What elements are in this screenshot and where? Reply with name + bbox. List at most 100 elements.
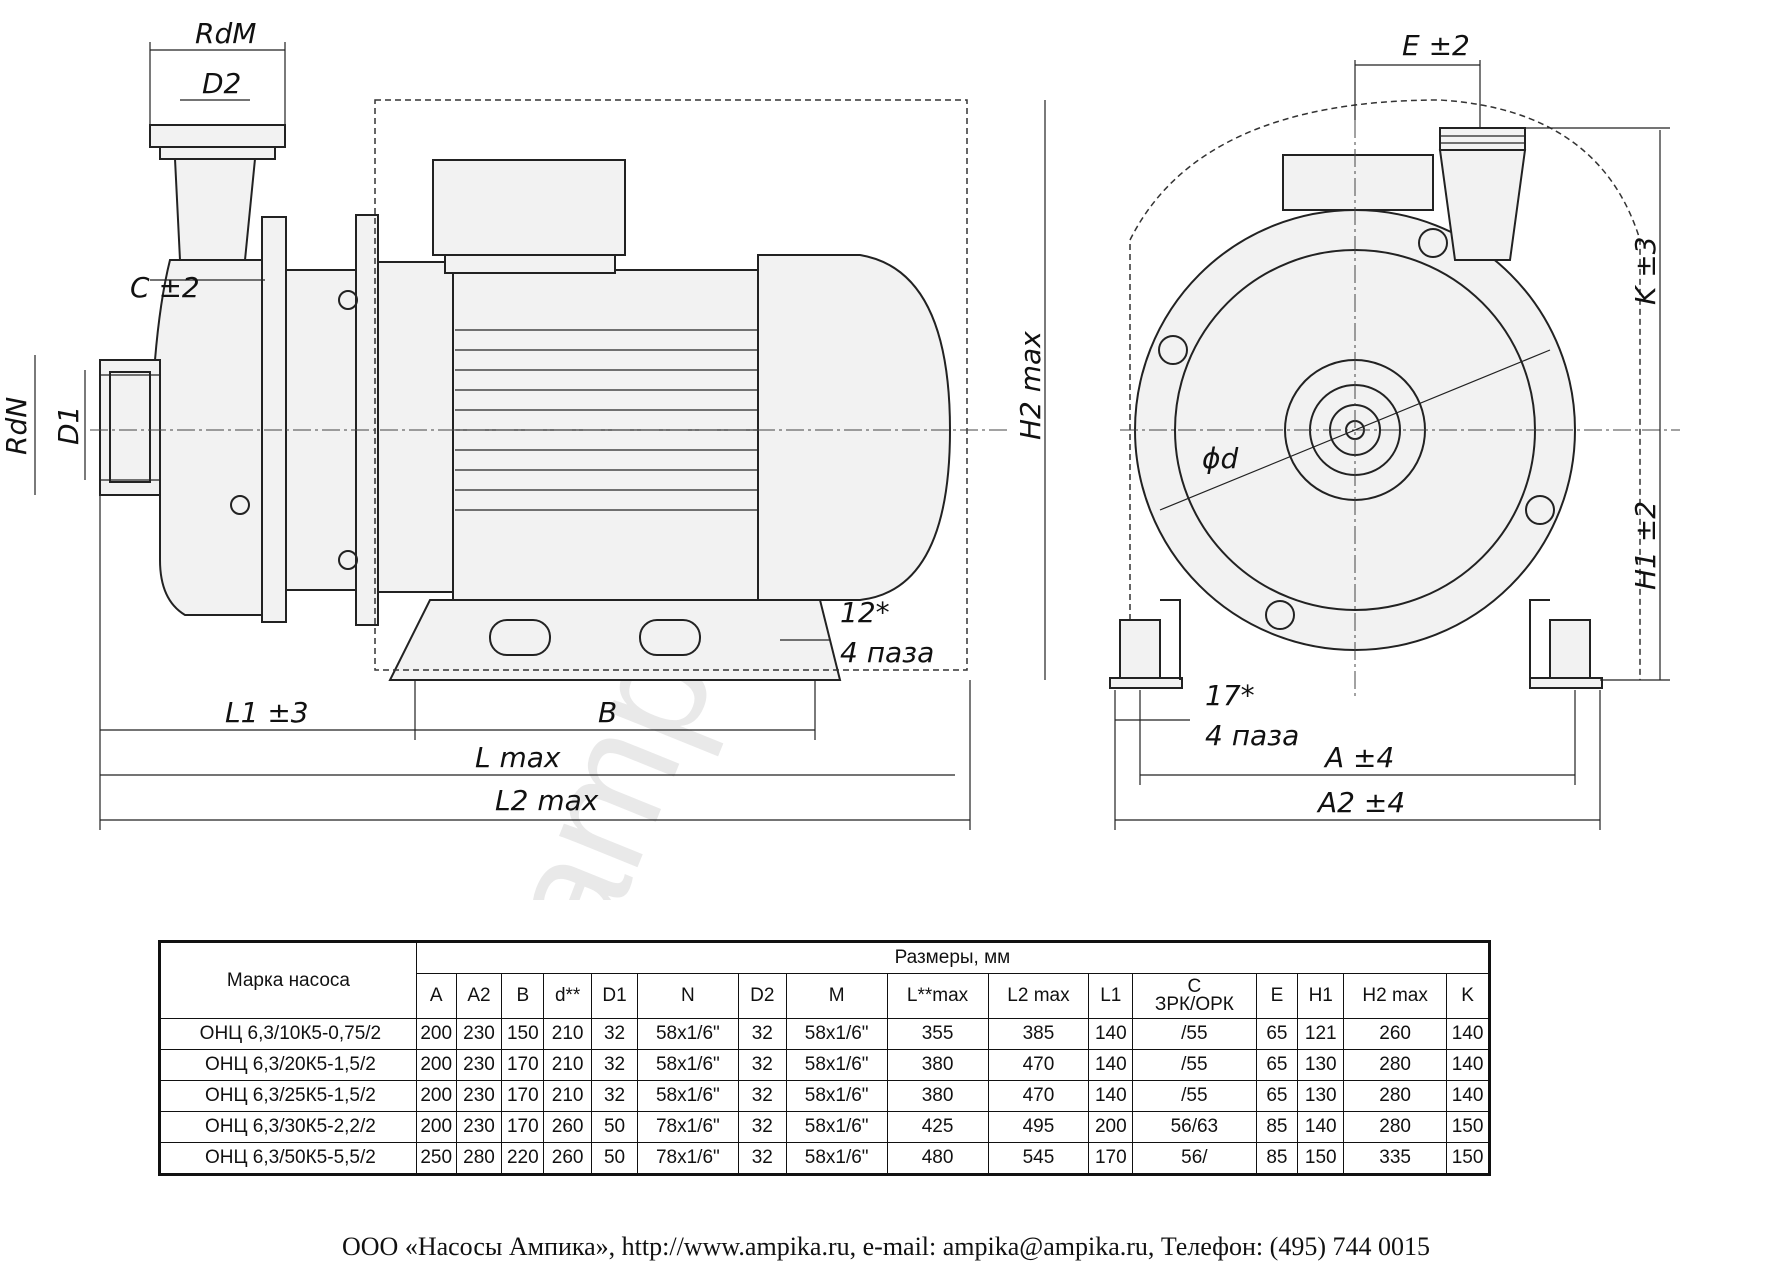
dimension-cell: 56/63 [1132,1111,1257,1143]
label-slots4b: 4 паза [1205,719,1299,752]
dimension-cell: 260 [543,1142,593,1175]
label-d1: D1 [52,406,85,445]
dimension-cell: 170 [501,1080,545,1112]
dimension-cell: 200 [1088,1111,1134,1143]
label-c: C ±2 [130,271,200,304]
dimension-cell: 170 [501,1049,545,1081]
column-header: B [501,973,545,1019]
dimension-cell: 280 [455,1142,503,1175]
dimension-cell: 58x1/6" [785,1142,888,1175]
dimension-cell: 210 [543,1018,593,1050]
dimension-cell: 200 [415,1049,457,1081]
dimension-cell: 260 [1343,1018,1448,1050]
dimension-cell: 32 [591,1049,638,1081]
dimension-cell: 50 [591,1111,638,1143]
dimension-cell: 170 [501,1111,545,1143]
label-rdm: RdM [195,17,256,50]
dimension-cell: 32 [737,1049,787,1081]
dimension-cell: 58x1/6" [636,1049,739,1081]
column-header: D2 [737,973,787,1019]
dimension-cell: 58x1/6" [785,1111,888,1143]
pump-model-cell: ОНЦ 6,3/25К5-1,5/2 [159,1080,417,1112]
dimension-cell: 150 [1297,1142,1345,1175]
dimension-cell: /55 [1132,1080,1257,1112]
dimension-cell: 65 [1255,1018,1299,1050]
column-header: C ЗРК/ОРК [1132,973,1257,1019]
dimension-cell: 32 [737,1080,787,1112]
column-header: E [1255,973,1299,1019]
dimension-cell: 50 [591,1142,638,1175]
dimension-cell: 210 [543,1080,593,1112]
dimension-cell: 280 [1343,1080,1448,1112]
dimension-cell: 140 [1446,1080,1490,1112]
dimension-cell: 32 [737,1018,787,1050]
label-h1: H1 ±2 [1629,501,1662,590]
dimension-cell: 85 [1255,1111,1299,1143]
dimension-cell: 470 [987,1049,1090,1081]
company-footer: ООО «Насосы Ампика», http://www.ampika.r… [342,1232,1430,1261]
dimension-cell: 121 [1297,1018,1345,1050]
dimension-cell: 280 [1343,1049,1448,1081]
pump-technical-drawing: ampika.ru [0,17,1680,900]
dimension-cell: 280 [1343,1111,1448,1143]
dimension-cell: 140 [1446,1018,1490,1050]
column-header: H1 [1297,973,1345,1019]
dimension-cell: 150 [1446,1142,1490,1175]
dimension-cell: 32 [591,1018,638,1050]
dimensions-group-header: Размеры, мм [415,941,1491,974]
dimension-cell: 140 [1297,1111,1345,1143]
dimension-cell: 335 [1343,1142,1448,1175]
dimension-cell: 78x1/6" [636,1111,739,1143]
label-l2max: L2 max [495,784,599,817]
dimension-cell: 220 [501,1142,545,1175]
dimension-cell: 200 [415,1080,457,1112]
dimension-cell: 140 [1088,1049,1134,1081]
dimension-cell: 140 [1088,1018,1134,1050]
dimension-cell: /55 [1132,1049,1257,1081]
column-header: K [1446,973,1490,1019]
model-header: Марка насоса [159,941,417,1019]
dimension-cell: 150 [501,1018,545,1050]
label-a: A ±4 [1323,741,1394,774]
dimension-cell: 210 [543,1049,593,1081]
dimension-cell: /55 [1132,1018,1257,1050]
label-a2: A2 ±4 [1316,786,1405,819]
column-header: M [785,973,888,1019]
dimension-cell: 200 [415,1111,457,1143]
column-header: A2 [455,973,503,1019]
dimension-cell: 260 [543,1111,593,1143]
label-slot12: 12* [840,596,890,629]
dimension-cell: 58x1/6" [785,1049,888,1081]
dimension-cell: 32 [737,1142,787,1175]
pump-model-cell: ОНЦ 6,3/10К5-0,75/2 [159,1018,417,1050]
dimension-cell: 58x1/6" [785,1018,888,1050]
pump-model-cell: ОНЦ 6,3/50К5-5,5/2 [159,1142,417,1175]
dimension-cell: 480 [886,1142,989,1175]
dimension-cell: 230 [455,1049,503,1081]
label-l1: L1 ±3 [225,696,309,729]
dimension-cell: 200 [415,1018,457,1050]
dimension-cell: 32 [591,1080,638,1112]
dimension-cell: 230 [455,1018,503,1050]
dimension-cell: 130 [1297,1080,1345,1112]
dimension-cell: 545 [987,1142,1090,1175]
dimension-cell: 58x1/6" [636,1080,739,1112]
dimension-cell: 130 [1297,1049,1345,1081]
label-h2max: H2 max [1014,331,1047,440]
dimension-cell: 32 [737,1111,787,1143]
dimension-cell: 385 [987,1018,1090,1050]
column-header: D1 [591,973,638,1019]
column-header: N [636,973,739,1019]
label-k: K ±3 [1629,236,1662,305]
column-header: L**max [886,973,989,1019]
label-lmax: L max [475,741,561,774]
dimension-cell: 495 [987,1111,1090,1143]
label-d2: D2 [202,67,241,100]
dimension-cell: 78x1/6" [636,1142,739,1175]
